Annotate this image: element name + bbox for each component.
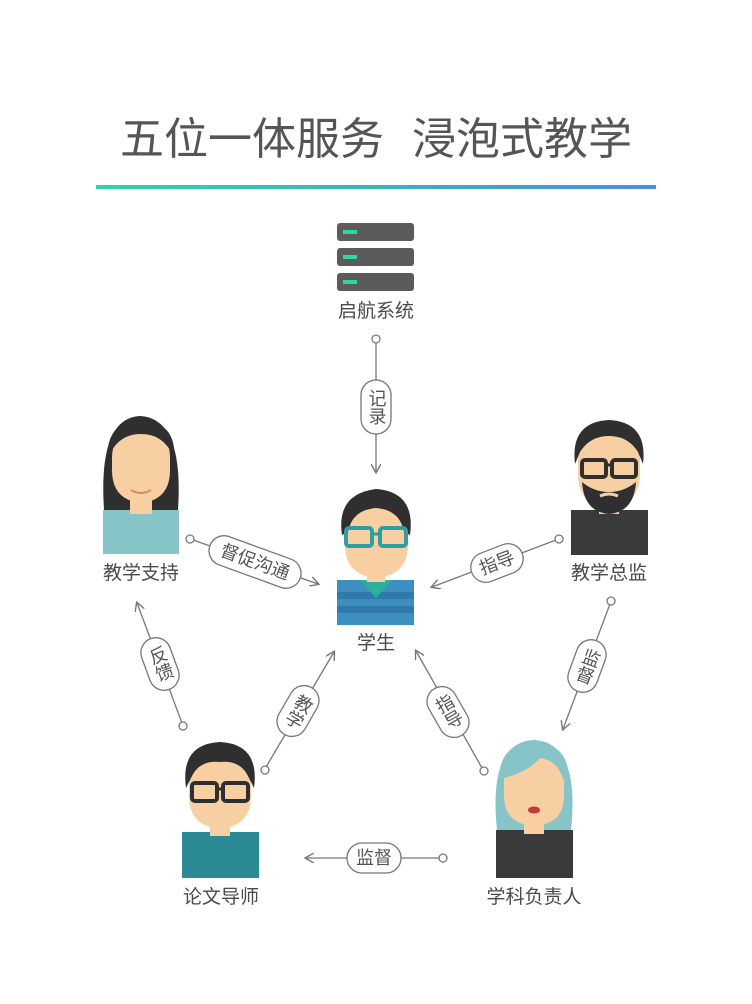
edge-label-feedback: 反馈 [140, 637, 180, 691]
edge-label-supervise-lead: 监督 [346, 842, 402, 874]
edge-label-record: 记录 [360, 379, 392, 435]
edge-label-supervise-director: 监督 [567, 639, 607, 693]
node-label-tutor: 论文导师 [183, 886, 259, 908]
node-label-student: 学生 [357, 632, 395, 654]
support-avatar-icon [103, 416, 179, 554]
svg-text:记录: 记录 [366, 389, 387, 425]
node-label-support: 教学支持 [103, 562, 179, 584]
title-underline [96, 185, 656, 189]
student-avatar-icon [337, 489, 414, 625]
node-label-lead: 学科负责人 [486, 886, 581, 908]
edge-label-guide-lead: 指导 [426, 685, 470, 739]
server-icon [337, 223, 414, 291]
director-avatar-icon [571, 420, 648, 555]
edge-label-teach: 教学 [276, 684, 320, 738]
lead-avatar-icon [495, 740, 573, 878]
node-label-director: 教学总监 [571, 562, 647, 584]
node-label-system: 启航系统 [338, 300, 414, 322]
page-title: 五位一体服务 浸泡式教学 [120, 114, 632, 165]
svg-text:监督: 监督 [356, 848, 392, 869]
edge-label-guide-director: 指导 [470, 543, 524, 583]
tutor-avatar-icon [182, 742, 259, 878]
edge-label-urge: 督促沟通 [208, 535, 302, 589]
connector-origins [178, 334, 616, 863]
